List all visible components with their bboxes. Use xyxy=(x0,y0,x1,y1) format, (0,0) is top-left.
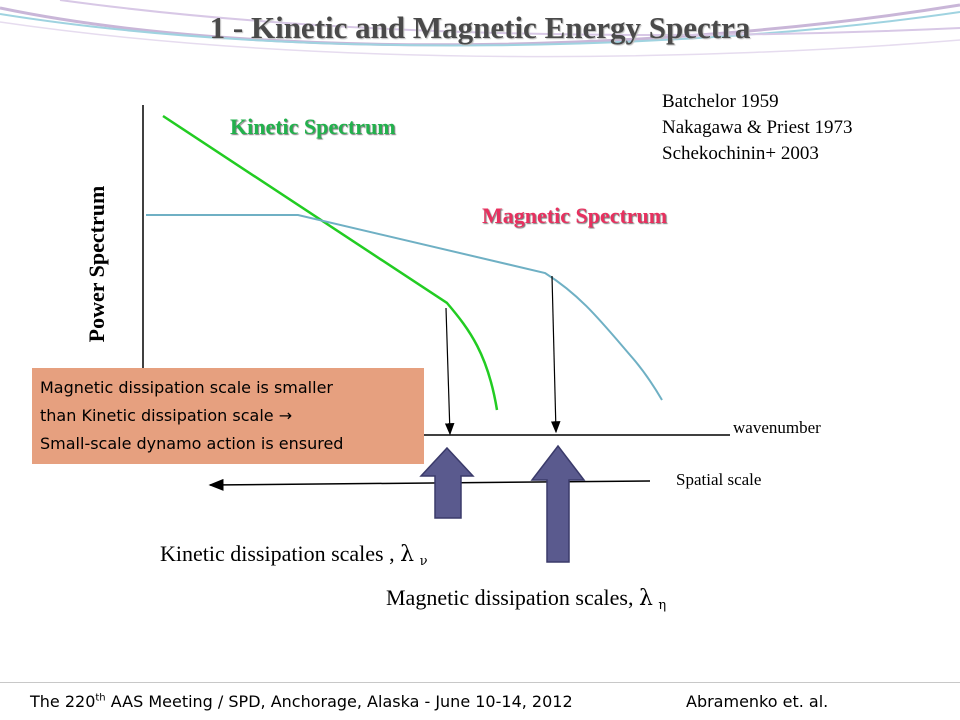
reference-item: Nakagawa & Priest 1973 xyxy=(662,117,853,138)
footer-meeting-sup: th xyxy=(95,692,106,704)
note-box: Magnetic dissipation scale is smaller th… xyxy=(32,368,424,464)
footer-meeting-post: AAS Meeting / SPD, Anchorage, Alaska - J… xyxy=(105,692,573,711)
references: Batchelor 1959 Nakagawa & Priest 1973 Sc… xyxy=(662,89,852,167)
footer-authors: Abramenko et. al. xyxy=(686,692,829,711)
header-decoration xyxy=(0,0,960,58)
magnetic-dissipation-label: Magnetic dissipation scales, λ η xyxy=(386,585,666,613)
kinetic-dissipation-text: Kinetic dissipation scales , xyxy=(160,541,395,566)
nu-subscript: ν xyxy=(419,554,428,569)
magnetic-spectrum-curve xyxy=(146,214,663,401)
note-line: Magnetic dissipation scale is smaller xyxy=(40,378,333,397)
kinetic-spectrum-curve xyxy=(162,114,499,411)
reference-item: Batchelor 1959 xyxy=(662,91,779,112)
spatial-scale-arrow xyxy=(208,478,651,491)
footer-meeting: The 220th AAS Meeting / SPD, Anchorage, … xyxy=(30,692,573,711)
magnetic-spectrum-label: Magnetic Spectrum xyxy=(482,203,668,228)
slide-title: 1 - Kinetic and Magnetic Energy Spectra xyxy=(209,10,751,45)
magnetic-scale-pointer xyxy=(550,275,561,434)
y-axis-label: Power Spectrum xyxy=(84,185,109,343)
footer-divider xyxy=(0,682,960,683)
eta-subscript: η xyxy=(658,598,667,613)
footer-meeting-pre: The 220 xyxy=(30,692,96,711)
kinetic-spectrum-label: Kinetic Spectrum xyxy=(230,114,396,139)
kinetic-dissipation-up-arrow xyxy=(419,446,475,519)
magnetic-dissipation-text: Magnetic dissipation scales, xyxy=(386,585,634,610)
spatial-scale-label: Spatial scale xyxy=(676,470,762,489)
lambda-symbol: λ xyxy=(400,542,415,567)
kinetic-dissipation-label: Kinetic dissipation scales , λ ν xyxy=(160,541,427,569)
lambda-symbol: λ xyxy=(638,586,653,611)
kinetic-scale-pointer xyxy=(444,307,455,436)
note-line: Small-scale dynamo action is ensured xyxy=(40,434,344,453)
note-line: than Kinetic dissipation scale → xyxy=(40,406,293,425)
reference-item: Schekochinin+ 2003 xyxy=(662,143,819,164)
magnetic-dissipation-up-arrow xyxy=(530,444,586,563)
x-axis-label: wavenumber xyxy=(733,418,821,437)
